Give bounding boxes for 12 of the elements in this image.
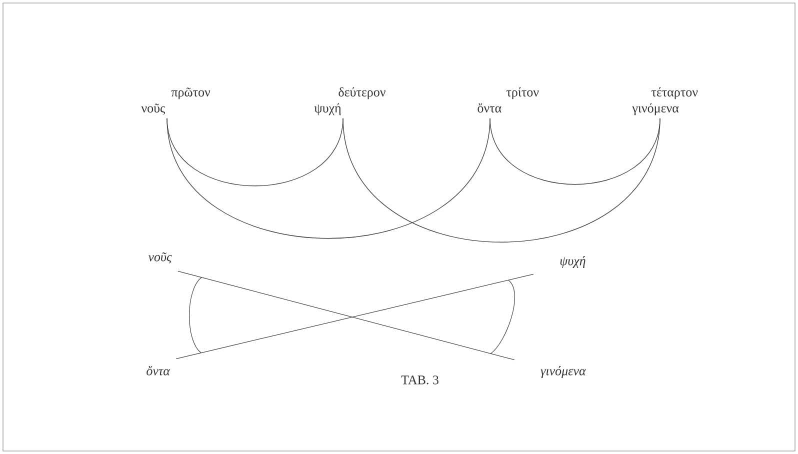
arc bbox=[166, 118, 490, 239]
word-label: νοῦς bbox=[148, 252, 172, 264]
word-label: ὄντα bbox=[146, 366, 170, 376]
word-label: ψυχή bbox=[560, 256, 586, 268]
caption: TAB. 3 bbox=[401, 376, 438, 384]
term-label: δεύτερον ψυχή bbox=[314, 87, 386, 116]
word-label: γινόμενα bbox=[540, 366, 586, 378]
term-label: τρίτον ὄντα bbox=[478, 87, 539, 113]
term-label: τέταρτον γινόμενα bbox=[632, 87, 698, 116]
arc bbox=[342, 118, 660, 242]
term-label: πρῶτον νοῦς bbox=[141, 88, 210, 115]
arc bbox=[490, 118, 660, 185]
